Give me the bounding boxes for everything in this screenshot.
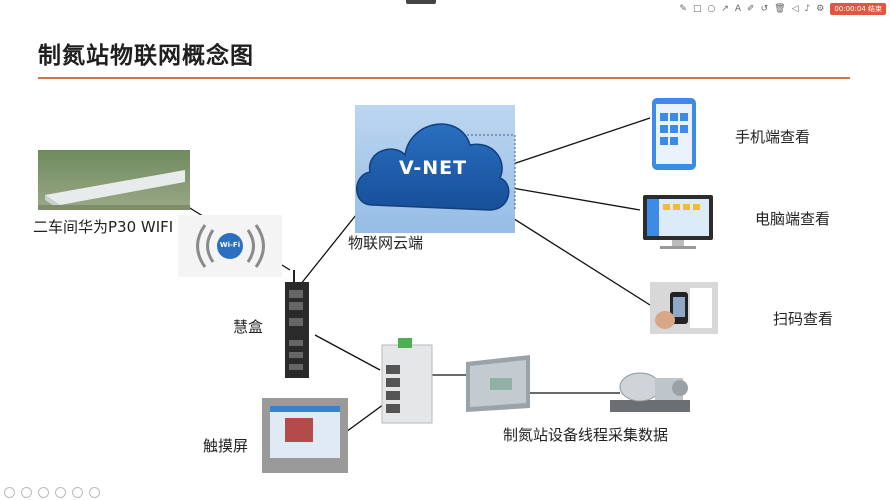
recording-badge[interactable]: 00:00:04 结束: [830, 3, 886, 15]
delete-icon[interactable]: 🗑: [774, 4, 786, 14]
arrow-icon[interactable]: ↗: [721, 4, 729, 14]
line-cloud-phone: [509, 117, 651, 166]
page-title: 制氮站物联网概念图: [38, 43, 254, 69]
nav-next-icon[interactable]: [21, 487, 32, 498]
undo-icon[interactable]: ↺: [760, 4, 769, 14]
phone-graphic: [652, 98, 696, 170]
pen-icon[interactable]: ✎: [679, 4, 687, 14]
workshop-photo: [38, 150, 190, 210]
line-huihe-cloud: [299, 209, 361, 286]
title-divider: [38, 77, 850, 79]
settings-icon[interactable]: ⚙: [816, 4, 825, 14]
huihe-device: [285, 270, 309, 378]
more-icon[interactable]: [89, 487, 100, 498]
text-icon[interactable]: A: [734, 4, 742, 14]
pc-graphic: [643, 195, 713, 249]
cloud-name: V-NET: [399, 157, 468, 179]
switch-device: [381, 338, 433, 424]
touchscreen-label: 触摸屏: [203, 437, 249, 455]
wifi-graphic: [178, 215, 282, 277]
circle-icon[interactable]: ○: [707, 4, 716, 14]
nav-prev-icon[interactable]: [4, 487, 15, 498]
bottom-toolbar: [4, 487, 100, 498]
mic-icon[interactable]: ♪: [804, 4, 811, 14]
cloud-graphic: [355, 105, 516, 233]
scan-label: 扫码查看: [773, 310, 834, 328]
line-cloud-pc: [511, 187, 641, 211]
window-tab-indicator: [406, 0, 436, 4]
equipment-label: 制氮站设备线程采集数据: [503, 426, 669, 444]
cloud-label: 物联网云端: [348, 234, 424, 252]
touchscreen-device: [262, 398, 348, 473]
line-huihe-switch: [314, 334, 381, 371]
phone-label: 手机端查看: [735, 128, 811, 146]
equipment-graphic: [610, 372, 690, 412]
scan-graphic: [650, 282, 718, 334]
line-cloud-scan: [499, 209, 651, 306]
huihe-label: 慧盒: [233, 318, 264, 336]
zoom-icon[interactable]: [72, 487, 83, 498]
workshop-label: 二车间华为P30 WIFI: [33, 218, 174, 236]
plc-device: [466, 355, 530, 412]
wifi-badge-text: Wi-Fi: [219, 241, 241, 249]
annotation-toolbar: ✎ □ ○ ↗ A ✐ ↺ 🗑 ◁ ♪ ⚙ 00:00:04 结束: [679, 2, 886, 16]
pc-label: 电脑端查看: [755, 210, 831, 228]
marker-icon[interactable]: ✐: [747, 4, 755, 14]
volume-icon[interactable]: ◁: [791, 4, 799, 14]
eraser-icon[interactable]: [55, 487, 66, 498]
pen-tool-icon[interactable]: [38, 487, 49, 498]
rect-icon[interactable]: □: [692, 4, 702, 14]
